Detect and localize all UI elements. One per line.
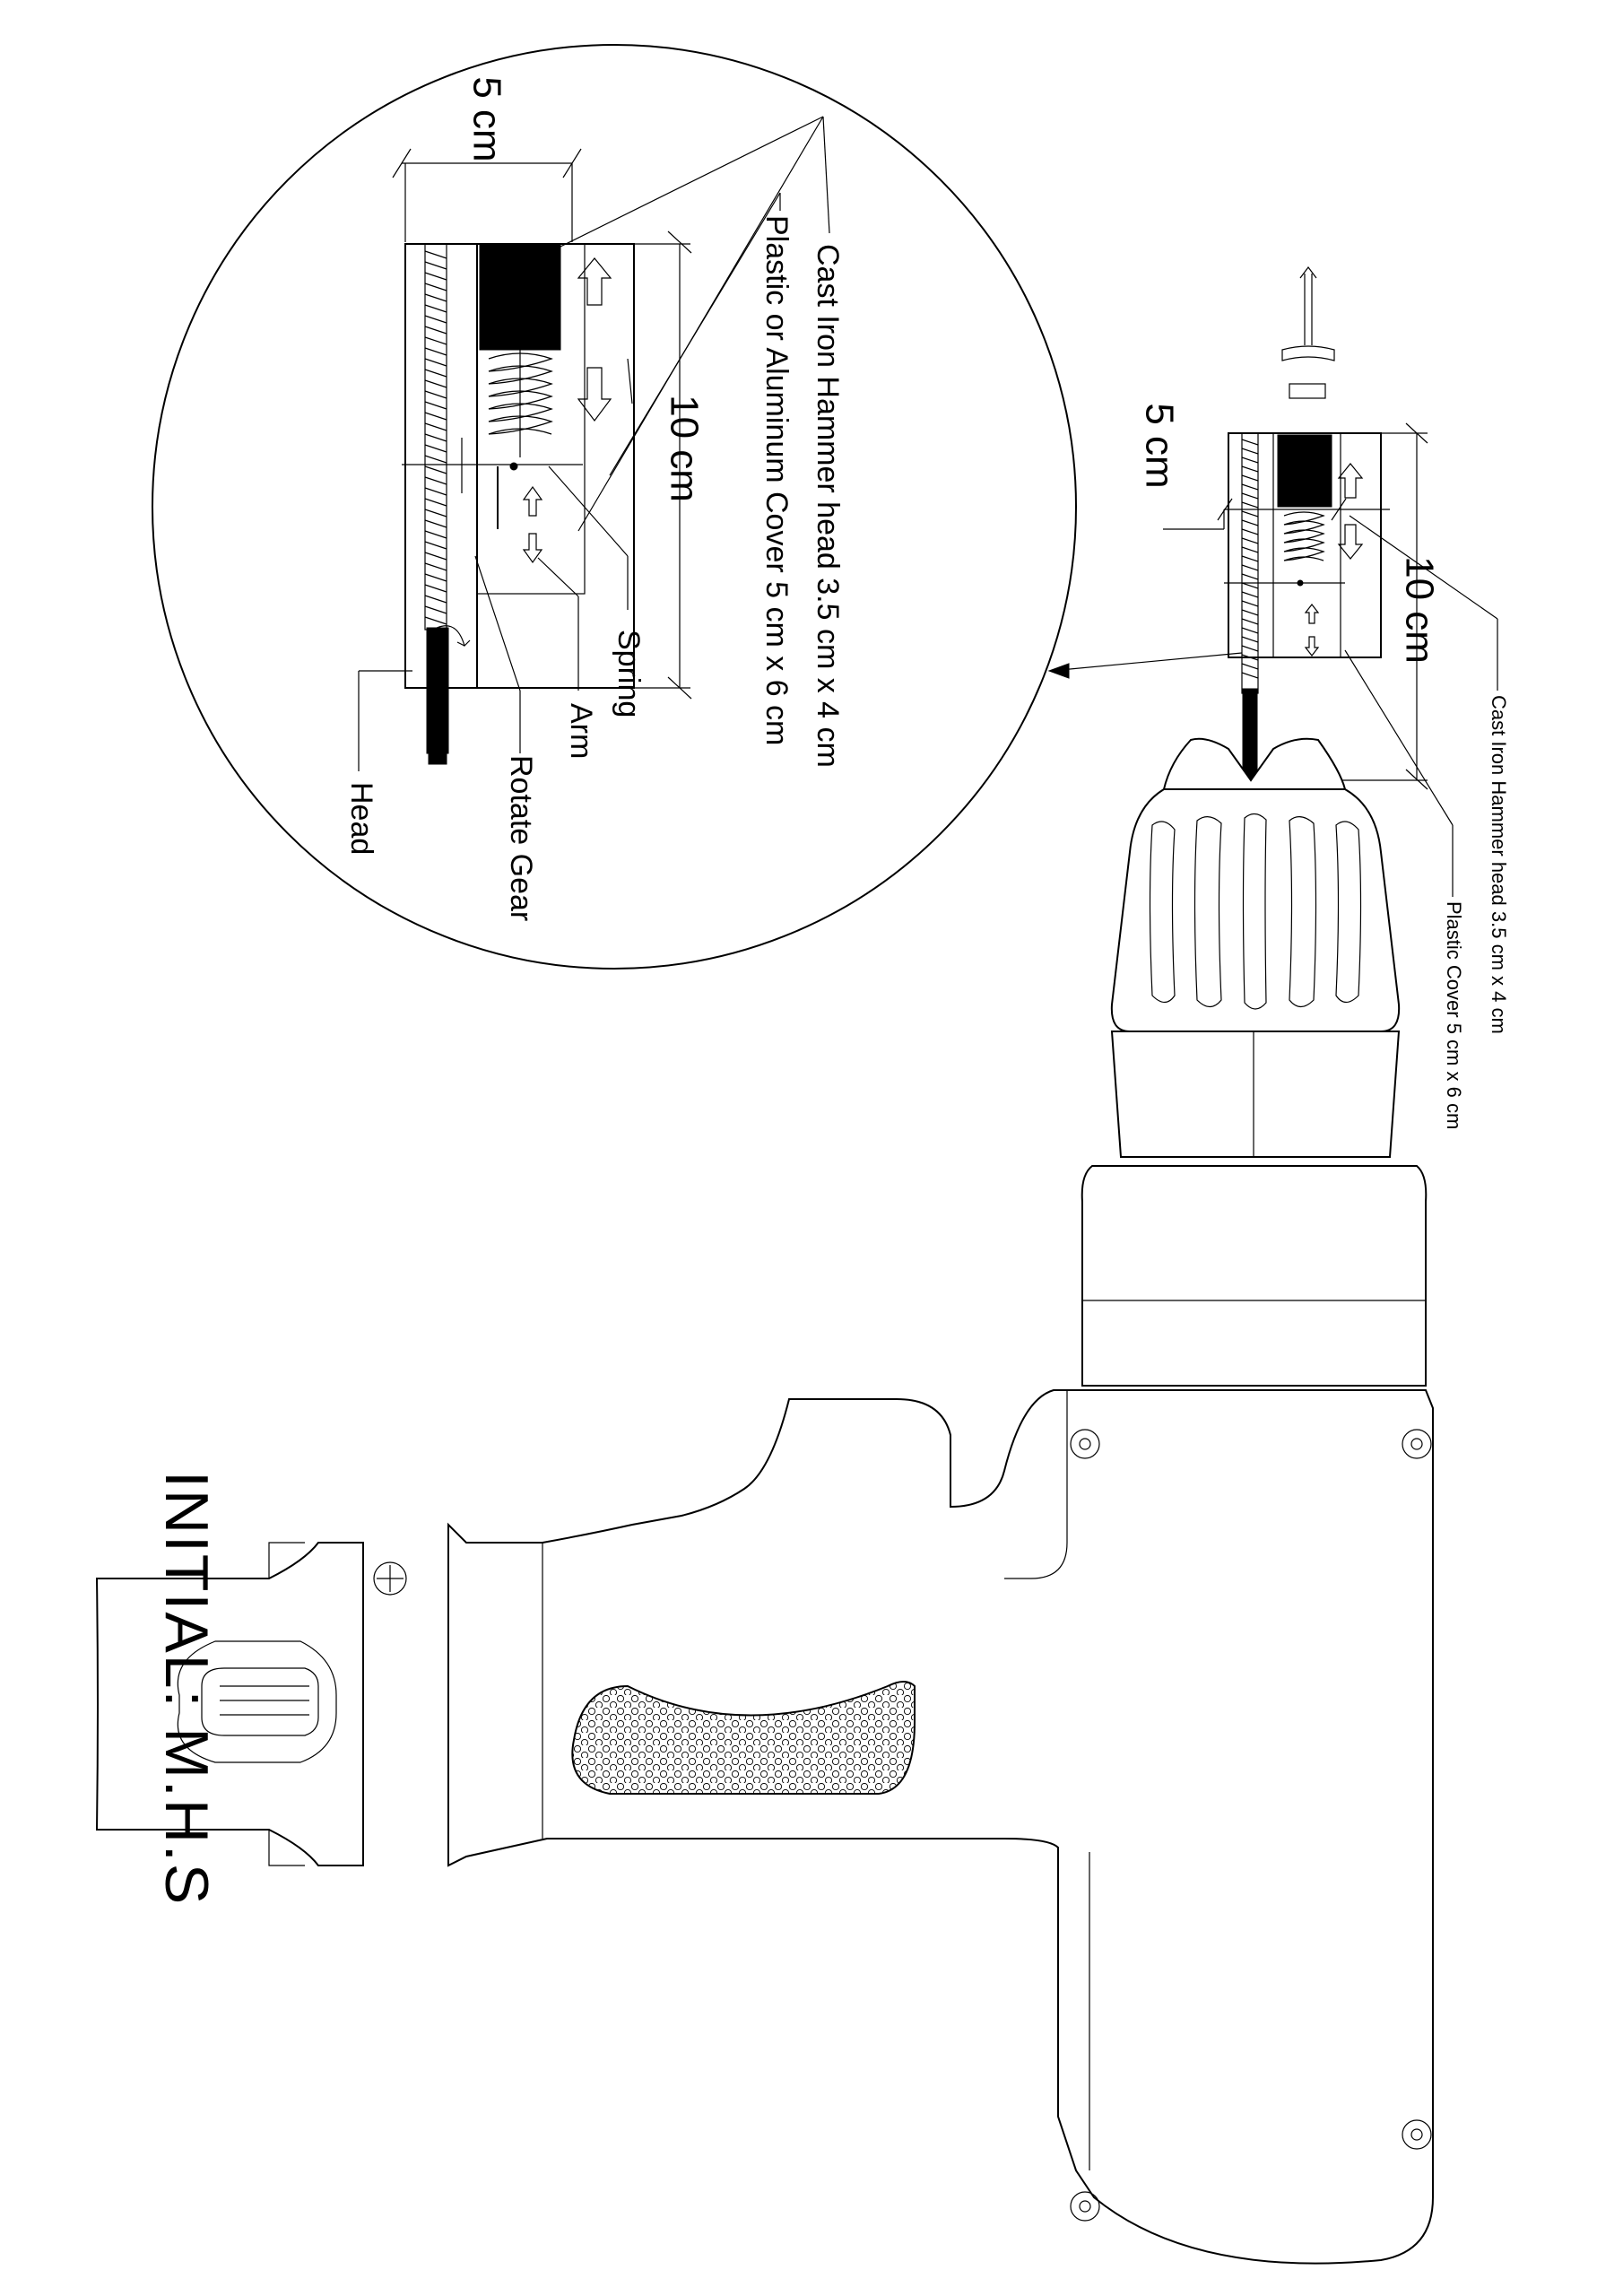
zoom-label-hammer: Cast Iron Hammer head 3.5 cm x 4 cm	[811, 244, 845, 768]
small-hammer-head	[1277, 434, 1332, 508]
drill-main-body	[447, 1389, 1434, 2265]
zoom-label-cover: Plastic or Aluminum Cover 5 cm x 6 cm	[759, 215, 794, 745]
zoom-arrow-up	[577, 257, 612, 306]
initial-text: INITIAL: M.H.S	[152, 1471, 221, 1906]
drill-motor-housing	[1081, 1165, 1428, 1387]
drill-body	[95, 737, 1434, 2265]
small-head-bit	[1242, 688, 1258, 784]
drill-grip-pad	[571, 1681, 916, 1795]
zoom-leader-line	[1050, 652, 1243, 672]
small-label-hammer: Cast Iron Hammer head 3.5 cm x 4 cm	[1488, 695, 1510, 1034]
zoom-pivot-dot	[509, 462, 518, 471]
drill-chuck-cone	[1162, 737, 1347, 790]
small-arrow-down	[1337, 524, 1364, 560]
zoom-label-arm: Arm	[564, 703, 598, 759]
zoom-arrow-small-up	[522, 485, 543, 517]
zoom-circle	[152, 44, 1077, 970]
small-thread-pattern	[1241, 439, 1259, 679]
zoom-detail-view: 5 cm 10 cm Cast Iron Hammer head 3.5 cm …	[152, 44, 1243, 970]
zoom-label-head: Head	[344, 782, 378, 855]
nail-icon	[1281, 266, 1335, 399]
zoom-leader-arrowhead	[1047, 663, 1070, 679]
small-mechanism: 5 cm 10 cm Cast Iron Hammer head 3.5 cm …	[1137, 266, 1510, 1129]
small-dim-width-text: 5 cm	[1137, 403, 1181, 488]
small-threaded-shaft	[1241, 432, 1259, 694]
zoom-thread-pattern	[424, 250, 447, 625]
zoom-dim-height-text: 10 cm	[662, 395, 706, 502]
small-dim-height-text: 10 cm	[1397, 556, 1441, 664]
zoom-label-spring: Spring	[612, 630, 646, 718]
zoom-hammer-head	[479, 243, 561, 351]
battery-clip	[177, 1640, 337, 1763]
drill-chuck-grip	[1110, 788, 1401, 1032]
battery-latch-icon	[373, 1561, 407, 1596]
small-arrow-up	[1337, 463, 1364, 499]
drill-chuck-collar	[1110, 1031, 1401, 1158]
zoom-arrow-small-down	[522, 533, 543, 564]
small-spring	[1283, 511, 1325, 561]
zoom-arrow-down	[577, 367, 612, 422]
small-label-cover: Plastic Cover 5 cm x 6 cm	[1443, 901, 1465, 1129]
zoom-dim-width-text: 5 cm	[464, 76, 508, 161]
zoom-head-bit	[426, 627, 449, 754]
small-cover-ext	[1272, 432, 1341, 658]
zoom-threaded-shaft	[424, 243, 447, 631]
zoom-label-gear: Rotate Gear	[504, 755, 538, 921]
drill-battery-pack	[95, 1542, 364, 1866]
screw-icon	[1070, 1429, 1432, 2222]
zoom-spring	[488, 350, 553, 457]
